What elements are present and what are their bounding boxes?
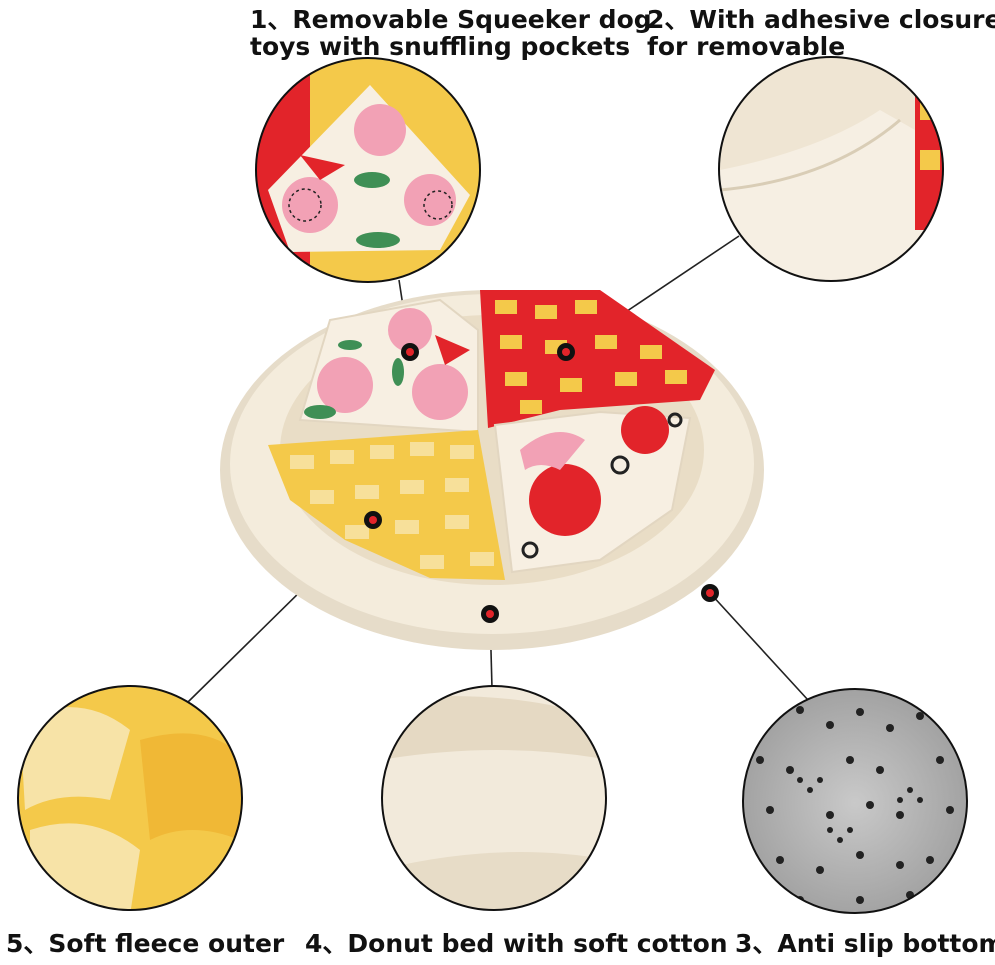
callout-dots bbox=[364, 343, 719, 623]
pizza-slice-tomato-fringe bbox=[480, 290, 715, 428]
pizza-mat bbox=[220, 290, 764, 650]
detail-donut-bed bbox=[381, 685, 607, 911]
pizza-slice-cheese-fringe bbox=[268, 430, 505, 580]
caption-adhesive-closure: 2、With adhesive closure for removable bbox=[647, 6, 995, 60]
caption-donut-bed: 4、Donut bed with soft cotton bbox=[305, 929, 728, 958]
caption-line: for removable bbox=[647, 32, 846, 61]
caption-line: 1、Removable Squeeker dog bbox=[250, 5, 652, 34]
detail-soft-fleece bbox=[17, 685, 243, 911]
detail-anti-slip bbox=[742, 688, 968, 914]
pizza-slice-tomato bbox=[493, 406, 692, 574]
caption-line: toys with snuffling pockets bbox=[250, 32, 631, 61]
caption-line: 2、With adhesive closure bbox=[647, 5, 995, 34]
detail-removable-slice bbox=[255, 57, 481, 283]
caption-removable-squeeker: 1、Removable Squeeker dog toys with snuff… bbox=[250, 6, 652, 60]
detail-adhesive-closure bbox=[718, 56, 944, 282]
caption-soft-fleece: 5、Soft fleece outer bbox=[6, 929, 285, 958]
caption-anti-slip: 3、Anti slip bottom bbox=[735, 929, 995, 958]
pizza-slice-pepperoni bbox=[298, 298, 479, 434]
